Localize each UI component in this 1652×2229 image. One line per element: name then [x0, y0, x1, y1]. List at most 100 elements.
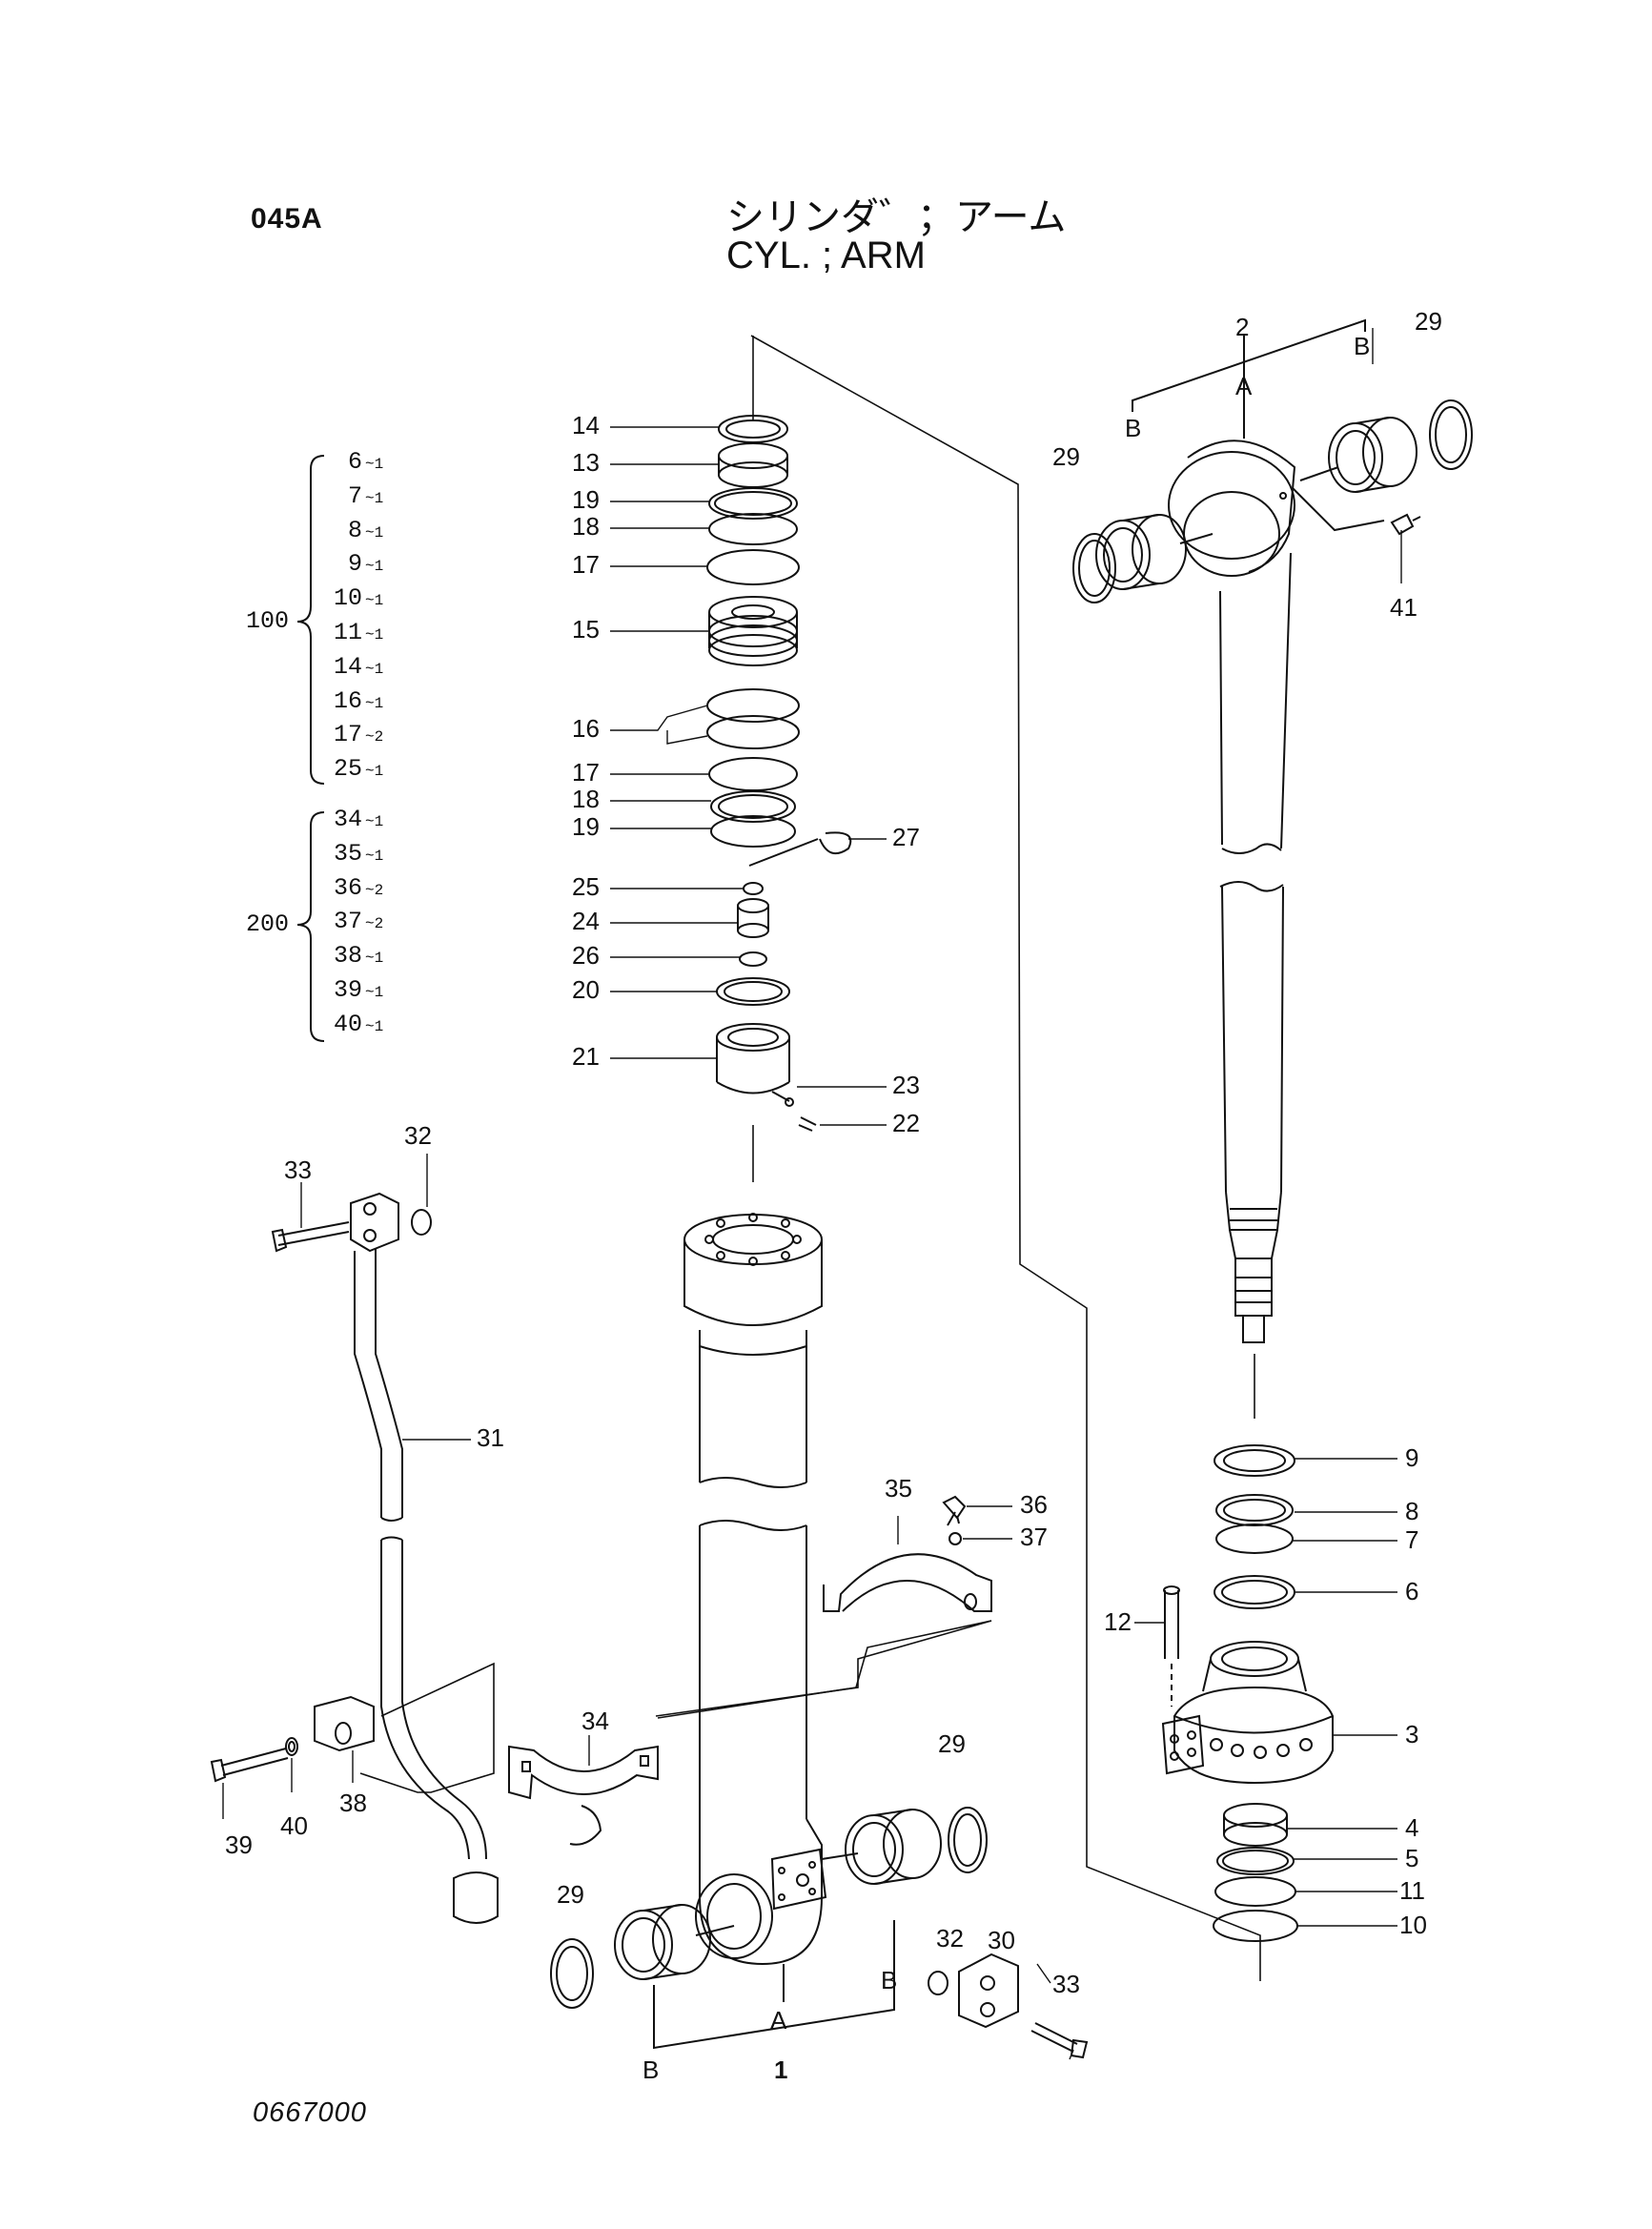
kit-item: 40~1: [328, 1011, 383, 1038]
callout-13: 13: [572, 448, 600, 477]
kit-item-number: 6: [347, 448, 362, 476]
piston-rod: [1072, 318, 1473, 1419]
kit-item-quantity: ~1: [365, 592, 384, 610]
callout-38: 38: [339, 1789, 367, 1817]
drawing-number: 0667000: [253, 2097, 367, 2128]
rod-label-a: A: [1235, 372, 1253, 400]
kit-item: 11~1: [328, 619, 383, 646]
kit-item-number: 34: [333, 806, 362, 833]
kit-item-quantity: ~1: [365, 763, 384, 781]
callout-24: 24: [572, 907, 600, 935]
kit-item-number: 11: [333, 619, 362, 646]
callout-33: 33: [1052, 1970, 1080, 1998]
callout-26: 26: [572, 941, 600, 970]
kit-item: 7~1: [328, 482, 383, 510]
callout-4: 4: [1405, 1813, 1418, 1842]
tube-label-b: B: [642, 2055, 659, 2084]
kit-item-number: 38: [333, 942, 362, 971]
callout-18: 18: [572, 785, 600, 813]
callout-10: 10: [1399, 1911, 1427, 1939]
kit-item: 35~1: [328, 840, 383, 868]
kit-item-quantity: ~1: [365, 523, 384, 542]
callout-41: 41: [1390, 593, 1417, 622]
kit-item-number: 25: [333, 755, 362, 784]
kit-item: 39~1: [328, 976, 383, 1004]
kit-item: 25~1: [328, 755, 383, 783]
kit-item-number: 35: [333, 839, 362, 868]
tube-label-b: B: [881, 1966, 897, 1994]
callout-20: 20: [572, 975, 600, 1004]
callout-19: 19: [572, 812, 600, 841]
kit-item: 16~1: [328, 687, 383, 715]
callout-37: 37: [1020, 1523, 1048, 1551]
callout-25: 25: [572, 872, 600, 901]
callout-33: 33: [284, 1155, 312, 1184]
kit-item-quantity: ~1: [365, 660, 384, 678]
callout-23: 23: [892, 1071, 920, 1099]
kit-item: 6~1: [328, 448, 383, 476]
leader-lines: [222, 328, 1402, 2060]
callout-3: 3: [1405, 1720, 1418, 1748]
kit-item: 10~1: [328, 584, 383, 612]
callout-19: 19: [572, 485, 600, 514]
callout-2: 2: [1235, 313, 1249, 341]
kit-item-quantity: ~1: [365, 456, 384, 473]
callout-29: 29: [557, 1880, 584, 1909]
kit-item: 17~2: [328, 721, 383, 748]
kit-item-number: 9: [347, 550, 362, 579]
callout-17: 17: [572, 758, 600, 787]
callout-31: 31: [477, 1423, 504, 1452]
kit-item-quantity: ~1: [365, 1017, 384, 1035]
rod-label-b: B: [1125, 414, 1141, 442]
callout-12: 12: [1104, 1607, 1132, 1636]
callout-11: 11: [1399, 1876, 1425, 1905]
callout-14: 14: [572, 411, 600, 440]
callout-29: 29: [1415, 307, 1442, 336]
clamp-bands: [508, 1495, 992, 1846]
kit-item-number: 8: [347, 516, 362, 544]
cylinder-head: [1161, 1444, 1334, 1942]
kit-item-number: 37: [333, 908, 362, 936]
callout-36: 36: [1020, 1490, 1048, 1519]
kit-item-quantity: ~1: [365, 984, 384, 1001]
kit-item-quantity: ~2: [365, 915, 384, 933]
title-japanese: シリンダ゛；アーム: [726, 196, 1067, 238]
callout-8: 8: [1405, 1497, 1418, 1525]
kit-item-quantity: ~1: [365, 813, 384, 830]
kit-item: 8~1: [328, 517, 383, 544]
kit-item-number: 10: [333, 584, 362, 613]
page-code: 045A: [251, 203, 323, 235]
callout-1: 1: [774, 2055, 787, 2084]
kit-item: 34~1: [328, 806, 383, 833]
callout-21: 21: [572, 1042, 600, 1071]
callout-30: 30: [988, 1926, 1015, 1954]
kit-item-number: 39: [333, 976, 362, 1004]
assembly-outline: [750, 335, 1261, 1981]
kit-item-number: 7: [347, 481, 362, 510]
callout-16: 16: [572, 714, 600, 743]
cylinder-tube: [683, 1213, 827, 1966]
callout-7: 7: [1405, 1525, 1418, 1554]
kit-item: 9~1: [328, 550, 383, 578]
callout-9: 9: [1405, 1443, 1418, 1472]
kit-label: 100: [246, 607, 290, 635]
kit-100-brace: [296, 455, 325, 785]
rod-label-b: B: [1354, 332, 1370, 360]
piston-stack: [706, 336, 852, 1182]
kit-item-number: 36: [333, 873, 362, 902]
kit-item: 14~1: [328, 653, 383, 681]
callout-35: 35: [885, 1474, 912, 1503]
kit-item-quantity: ~1: [365, 694, 384, 712]
kit-item-number: 40: [333, 1010, 362, 1038]
callout-6: 6: [1405, 1577, 1418, 1605]
kit-200-brace: [296, 811, 325, 1042]
kit-label: 200: [246, 910, 290, 938]
kit-item-number: 16: [333, 686, 362, 715]
kit-item-number: 17: [333, 721, 362, 749]
callout-29: 29: [1052, 442, 1080, 471]
kit-item: 38~1: [328, 942, 383, 970]
pipe-assembly: [210, 1192, 499, 1924]
callout-40: 40: [280, 1811, 308, 1840]
callout-17: 17: [572, 550, 600, 579]
